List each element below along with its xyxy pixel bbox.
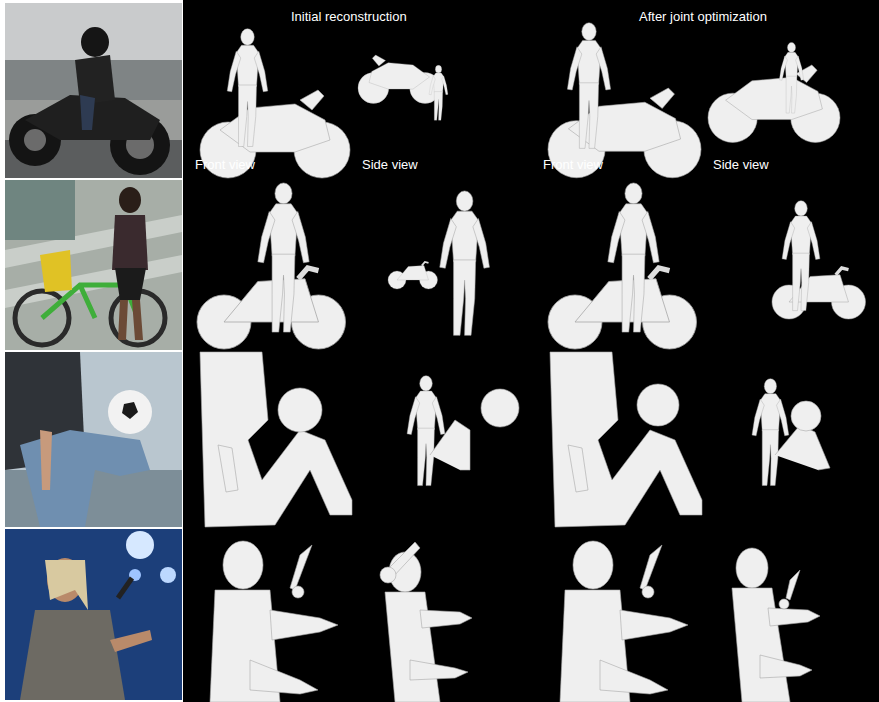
render-background	[183, 0, 879, 702]
bicycle-mesh	[388, 262, 438, 289]
photo-motorcycle-part	[24, 129, 46, 151]
human-mesh-part	[779, 599, 789, 609]
photo-bicycle-part	[118, 300, 143, 340]
human-mesh	[732, 548, 820, 702]
human-mesh	[210, 541, 338, 702]
human-mesh	[227, 29, 268, 147]
human-mesh	[752, 379, 789, 486]
photo-motorcycle	[5, 3, 182, 178]
photo-bicycle-part	[112, 215, 148, 270]
photo-microphone-part	[45, 560, 88, 610]
human-mesh-part	[420, 610, 472, 628]
photo-bicycle-part	[5, 180, 75, 240]
view-label: Side view	[362, 157, 418, 172]
human-mesh-part	[760, 655, 812, 678]
human-mesh-part	[385, 592, 440, 702]
human-mesh	[779, 42, 803, 113]
photo-bicycle-part	[119, 187, 141, 213]
human-mesh	[550, 352, 702, 527]
human-mesh	[218, 445, 238, 492]
ball-mesh	[637, 384, 679, 426]
photo-microphone-part	[118, 578, 132, 598]
photo-motorcycle-part	[80, 95, 95, 130]
view-label: Front view	[543, 157, 603, 172]
column-heading: After joint optimization	[639, 9, 767, 24]
human-mesh-part	[640, 545, 662, 590]
photo-football-part	[122, 402, 138, 419]
human-mesh-part	[223, 541, 263, 589]
photo-bicycle-part	[115, 268, 146, 300]
human-mesh-part	[292, 586, 304, 598]
human-mesh	[440, 191, 490, 335]
mesh-renders	[197, 23, 866, 702]
photo-microphone-part	[110, 630, 152, 652]
human-mesh-part	[642, 586, 654, 598]
human-mesh-part	[600, 660, 668, 694]
human-mesh	[608, 183, 659, 332]
human-mesh	[560, 541, 688, 702]
human-mesh-part	[410, 660, 468, 680]
human-mesh-part	[250, 660, 318, 694]
photo-microphone	[5, 529, 182, 700]
motorcycle-mesh	[708, 65, 840, 142]
photo-football-part	[40, 430, 52, 490]
human-mesh	[200, 352, 352, 527]
photo-motorcycle-part	[5, 3, 182, 63]
human-mesh-part	[768, 608, 820, 626]
ball-mesh	[481, 389, 519, 427]
photo-football-part	[108, 390, 152, 434]
photo-microphone-part	[20, 610, 125, 700]
column-heading: Initial reconstruction	[291, 9, 407, 24]
view-label: Front view	[195, 157, 255, 172]
photo-football-part	[5, 352, 182, 527]
photo-microphone-part	[5, 529, 182, 700]
photo-bicycle-part	[40, 250, 72, 292]
human-mesh-part	[290, 545, 312, 590]
photo-bicycle	[5, 180, 182, 350]
view-label: Side view	[713, 157, 769, 172]
photo-motorcycle-part	[81, 27, 109, 57]
human-mesh	[782, 201, 820, 311]
human-mesh	[775, 425, 830, 470]
human-mesh	[429, 65, 448, 120]
ball-mesh	[278, 388, 322, 432]
human-mesh	[258, 183, 309, 332]
photo-bicycle-part	[5, 180, 182, 350]
human-mesh-part	[573, 541, 613, 589]
photo-football	[5, 352, 182, 527]
human-mesh-part	[732, 588, 790, 702]
human-mesh	[567, 23, 610, 149]
human-mesh-part	[620, 610, 688, 640]
photo-motorcycle-part	[25, 95, 160, 140]
human-mesh	[380, 542, 472, 702]
photo-football-part	[20, 430, 150, 527]
human-mesh-part	[786, 570, 800, 600]
ball-mesh	[791, 401, 821, 431]
photo-microphone-part	[126, 531, 154, 559]
photo-motorcycle-part	[5, 3, 182, 178]
motorcycle-mesh	[358, 55, 441, 103]
human-mesh-part	[736, 548, 768, 588]
human-mesh	[430, 420, 470, 470]
bicycle-mesh	[197, 268, 346, 349]
bicycle-mesh	[772, 268, 866, 319]
human-mesh	[407, 376, 445, 486]
human-mesh-part	[380, 567, 396, 583]
human-mesh	[568, 445, 588, 492]
photo-microphone-part	[160, 567, 176, 583]
human-mesh-part	[270, 610, 338, 640]
